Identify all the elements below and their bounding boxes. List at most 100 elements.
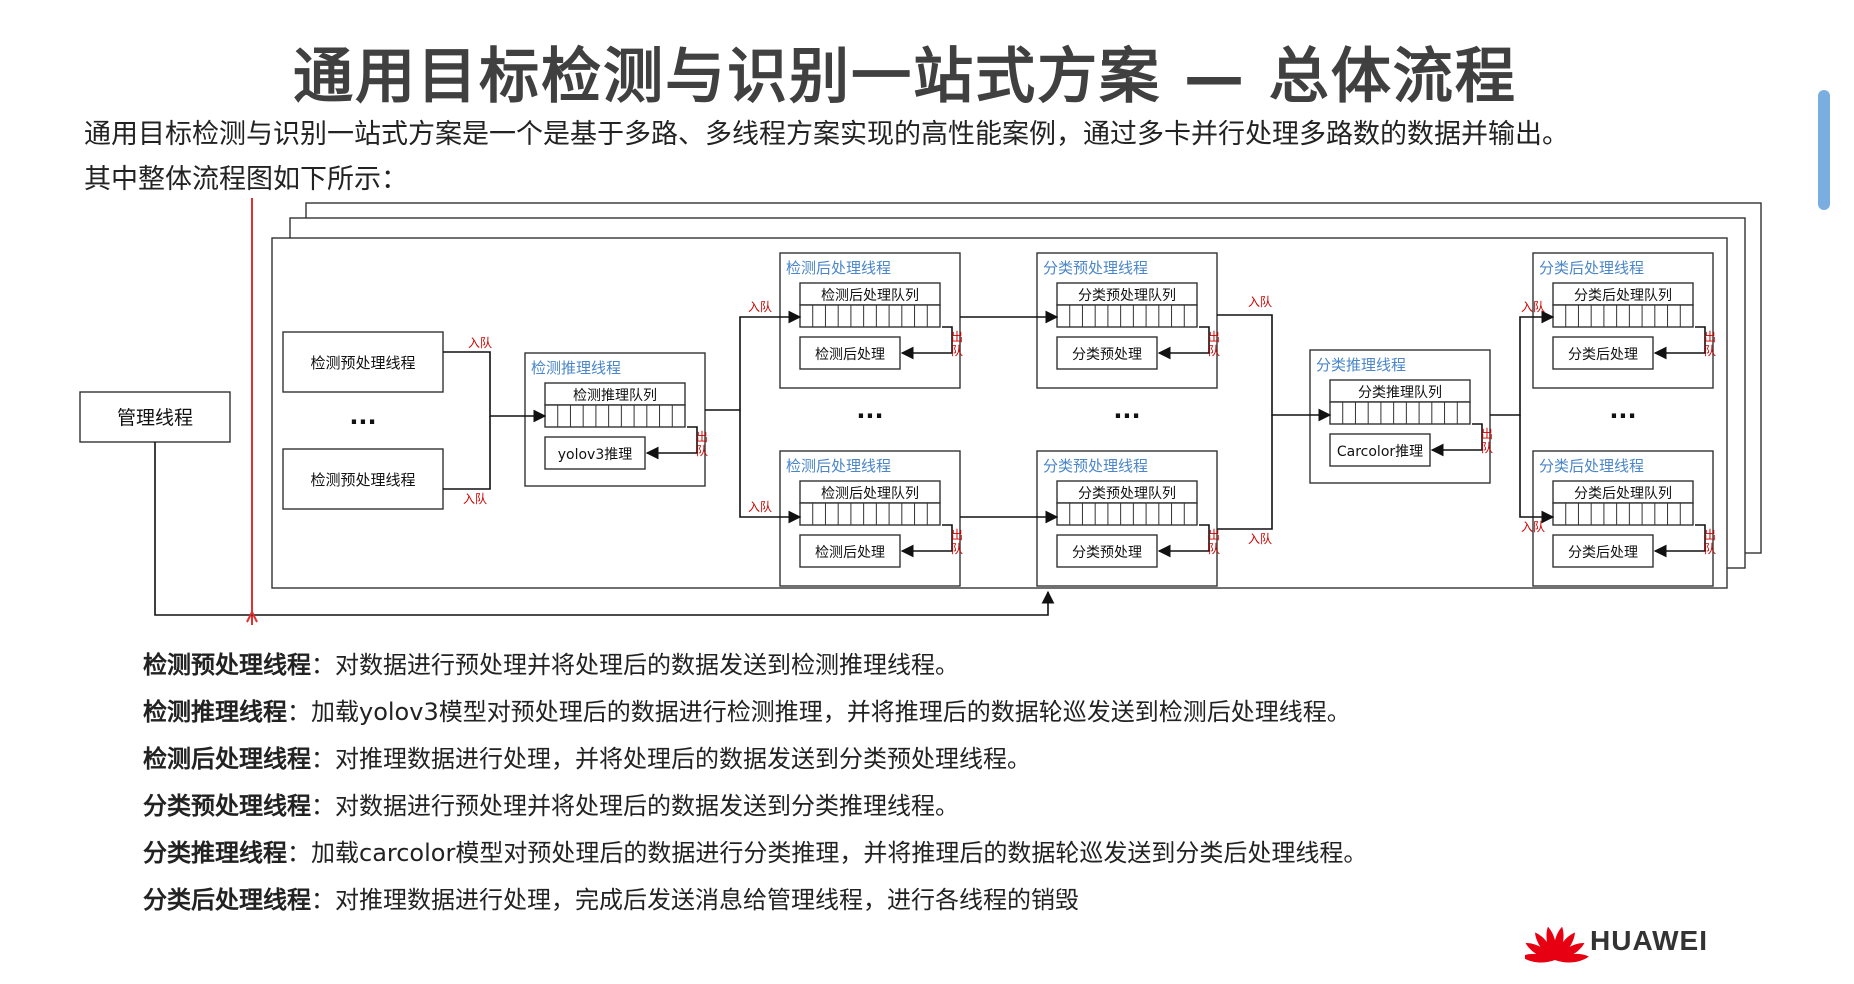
dequeue-arrow bbox=[1430, 423, 1483, 457]
det-pre-thread-box-1 bbox=[282, 331, 444, 393]
dequeue-label: 出 bbox=[696, 430, 708, 444]
thread-title: 分类推理线程 bbox=[1316, 356, 1406, 374]
intro-text: 通用目标检测与识别一站式方案是一个是基于多路、多线程方案实现的高性能案例，通过多… bbox=[84, 112, 1784, 202]
process-label: 分类预处理 bbox=[1072, 545, 1142, 561]
dequeue-label: 出 bbox=[1704, 528, 1716, 542]
huawei-logo bbox=[1525, 926, 1589, 963]
dequeue-label: 出 bbox=[1208, 528, 1220, 542]
queue-label: 分类预处理队列 bbox=[1078, 486, 1176, 502]
process-label: 检测后处理 bbox=[815, 347, 885, 363]
desc-item-cls-post: 分类后处理线程：对推理数据进行处理，完成后发送消息给管理线程，进行各线程的销毁 bbox=[143, 877, 1743, 924]
queue-label: 检测后处理队列 bbox=[821, 288, 919, 304]
enqueue-label: 入队 bbox=[463, 491, 487, 506]
page-title: 通用目标检测与识别一站式方案 — 总体流程 bbox=[293, 42, 1517, 112]
desc-item-cls-infer: 分类推理线程：加载carcolor模型对预处理后的数据进行分类推理，并将推理后的… bbox=[143, 830, 1743, 877]
queue-label: 分类推理队列 bbox=[1358, 385, 1442, 401]
ellipsis: ··· bbox=[1609, 402, 1636, 430]
desc-item-det-infer: 检测推理线程：加载yolov3模型对预处理后的数据进行检测推理，并将推理后的数据… bbox=[143, 689, 1743, 736]
dequeue-arrow bbox=[1157, 326, 1210, 360]
process-box bbox=[799, 534, 901, 568]
process-box bbox=[799, 336, 901, 370]
dequeue-label: 队 bbox=[1208, 343, 1220, 358]
thread-title: 分类后处理线程 bbox=[1539, 259, 1644, 277]
enqueue-label: 入队 bbox=[1521, 519, 1545, 534]
ellipsis: ··· bbox=[1113, 402, 1140, 430]
intro-line-1: 通用目标检测与识别一站式方案是一个是基于多路、多线程方案实现的高性能案例，通过多… bbox=[84, 119, 1569, 150]
enqueue-label: 入队 bbox=[1521, 299, 1545, 314]
flow-line bbox=[1217, 415, 1273, 530]
logo-petal bbox=[1525, 942, 1555, 960]
process-box bbox=[1552, 534, 1654, 568]
dequeue-label: 队 bbox=[951, 541, 963, 556]
enqueue-label: 入队 bbox=[748, 299, 772, 314]
queue-label: 分类预处理队列 bbox=[1078, 288, 1176, 304]
manager-thread-label: 管理线程 bbox=[117, 407, 193, 429]
process-box bbox=[1056, 336, 1158, 370]
dequeue-label: 出 bbox=[1704, 330, 1716, 344]
thread-title: 检测后处理线程 bbox=[786, 259, 891, 277]
desc-text: ：对推理数据进行处理，并将处理后的数据发送到分类预处理线程。 bbox=[311, 745, 1031, 773]
logo-petal bbox=[1555, 953, 1589, 963]
dequeue-arrow bbox=[1157, 524, 1210, 558]
enqueue-label: 入队 bbox=[1248, 294, 1272, 309]
process-label: 检测后处理 bbox=[815, 545, 885, 561]
flow-line bbox=[443, 416, 491, 490]
enqueue-label: 入队 bbox=[468, 335, 492, 350]
logo-petal bbox=[1555, 942, 1585, 960]
intro-line-2: 其中整体流程图如下所示： bbox=[84, 164, 408, 195]
thread-title: 检测后处理线程 bbox=[786, 457, 891, 475]
flow-arrow bbox=[1519, 415, 1555, 524]
flow-arrow bbox=[705, 310, 802, 411]
logo-petal bbox=[1553, 926, 1564, 960]
queue-label: 分类后处理队列 bbox=[1574, 288, 1672, 304]
desc-text: ：对数据进行预处理并将处理后的数据发送到分类推理线程。 bbox=[311, 792, 959, 820]
desc-term: 检测推理线程 bbox=[143, 698, 287, 726]
desc-term: 检测后处理线程 bbox=[143, 745, 311, 773]
dequeue-label: 出 bbox=[951, 330, 963, 344]
desc-term: 分类后处理线程 bbox=[143, 886, 311, 914]
dequeue-arrow bbox=[900, 326, 953, 360]
dequeue-label: 队 bbox=[1208, 541, 1220, 556]
ellipsis: ··· bbox=[349, 408, 376, 436]
process-label: Carcolor推理 bbox=[1337, 444, 1423, 460]
desc-item-det-post: 检测后处理线程：对推理数据进行处理，并将处理后的数据发送到分类预处理线程。 bbox=[143, 736, 1743, 783]
process-label: 分类后处理 bbox=[1568, 545, 1638, 561]
queue-label: 检测后处理队列 bbox=[821, 486, 919, 502]
logo-petal bbox=[1555, 932, 1575, 960]
thread-descriptions: 检测预处理线程：对数据进行预处理并将处理后的数据发送到检测推理线程。 检测推理线… bbox=[143, 642, 1743, 924]
manager-return-arrow bbox=[154, 442, 1055, 616]
queue-bar bbox=[799, 502, 941, 526]
desc-text: ：加载yolov3模型对预处理后的数据进行检测推理，并将推理后的数据轮巡发送到检… bbox=[287, 698, 1351, 726]
logo-petal bbox=[1535, 932, 1555, 960]
desc-term: 检测预处理线程 bbox=[143, 651, 311, 679]
process-box bbox=[544, 436, 646, 470]
dequeue-label: 队 bbox=[951, 343, 963, 358]
flow-arrow bbox=[739, 410, 802, 524]
process-box bbox=[1552, 336, 1654, 370]
flow-arrow bbox=[443, 351, 547, 423]
queue-bar bbox=[1552, 304, 1694, 328]
dequeue-label: 队 bbox=[696, 443, 708, 458]
dequeue-arrow bbox=[900, 524, 953, 558]
dequeue-label: 队 bbox=[1704, 343, 1716, 358]
scrollbar-thumb[interactable] bbox=[1818, 90, 1830, 210]
desc-text: ：对数据进行预处理并将处理后的数据发送到检测推理线程。 bbox=[311, 651, 959, 679]
queue-bar bbox=[1056, 502, 1198, 526]
dequeue-label: 出 bbox=[951, 528, 963, 542]
flow-arrow bbox=[1490, 310, 1555, 416]
ellipsis: ··· bbox=[856, 402, 883, 430]
desc-term: 分类预处理线程 bbox=[143, 792, 311, 820]
dequeue-arrow bbox=[1653, 524, 1706, 558]
det-pre-thread-box-2 bbox=[282, 448, 444, 510]
det-pre-thread-label: 检测预处理线程 bbox=[310, 471, 415, 489]
thread-title: 分类预处理线程 bbox=[1043, 259, 1148, 277]
thread-title: 分类后处理线程 bbox=[1539, 457, 1644, 475]
dequeue-label: 队 bbox=[1704, 541, 1716, 556]
det-pre-thread-label: 检测预处理线程 bbox=[310, 354, 415, 372]
enqueue-label: 入队 bbox=[748, 499, 772, 514]
desc-item-det-pre: 检测预处理线程：对数据进行预处理并将处理后的数据发送到检测推理线程。 bbox=[143, 642, 1743, 689]
desc-item-cls-pre: 分类预处理线程：对数据进行预处理并将处理后的数据发送到分类推理线程。 bbox=[143, 783, 1743, 830]
flow-diagram: 管理线程检测预处理线程···检测预处理线程检测推理线程检测推理队列yolov3推… bbox=[79, 198, 1762, 625]
dequeue-label: 队 bbox=[1481, 440, 1493, 455]
flow-arrow bbox=[1217, 314, 1332, 422]
